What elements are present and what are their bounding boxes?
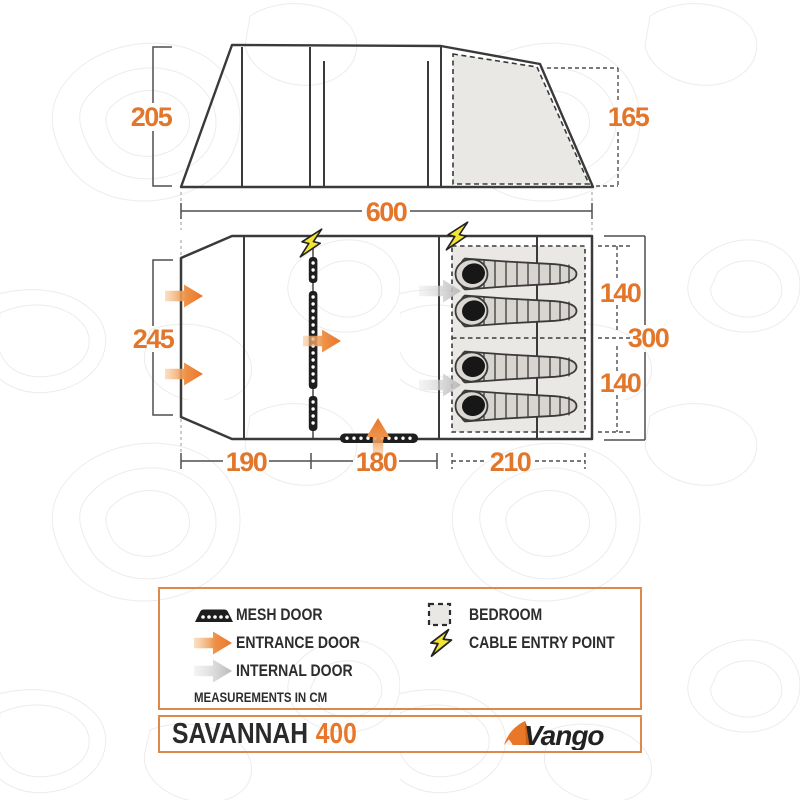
legend-label-internal-door: INTERNAL DOOR (236, 661, 353, 680)
model-size: 400 (315, 717, 357, 750)
legend-label-entrance-door: ENTRANCE DOOR (236, 633, 360, 652)
elevation-pole-lines (241, 47, 442, 186)
cable-entry-point-icon (427, 628, 469, 658)
legend-item-mesh-door: MESH DOOR (194, 601, 427, 629)
measurements-note: MEASUREMENTS IN CM (194, 690, 328, 705)
dimension-190-label: 190 (226, 447, 267, 477)
legend-item-entrance-door: ENTRANCE DOOR (194, 629, 427, 657)
legend-right-column: BEDROOM CABLE ENTRY POINT (427, 601, 640, 708)
dimension-245: 245 (133, 240, 182, 452)
legend-label-cable-entry: CABLE ENTRY POINT (468, 633, 615, 652)
entrance-door-icon (194, 631, 236, 655)
footer-panel: SAVANNAH 400 Vango (158, 715, 642, 753)
legend-item-internal-door: INTERNAL DOOR (194, 657, 427, 685)
dimension-300-bracket (604, 235, 646, 441)
dimension-600: 600 (180, 192, 593, 230)
mesh-door-icon (194, 608, 236, 623)
dimension-180-label: 180 (356, 447, 397, 477)
elevation-bedroom-panel (452, 53, 591, 185)
dimension-165-label: 165 (608, 102, 650, 132)
legend-label-bedroom: BEDROOM (468, 605, 542, 624)
model-name: SAVANNAH (172, 717, 309, 750)
dimension-140-top-label: 140 (600, 278, 641, 308)
legend-item-cable-entry: CABLE ENTRY POINT (427, 628, 640, 658)
dimension-205-label: 205 (131, 102, 173, 132)
dimension-bedrooms-right: 140 140 300 (598, 235, 670, 441)
bedroom-icon (427, 602, 469, 628)
dimension-600-label: 600 (366, 197, 407, 227)
dimension-205-bracket (152, 46, 172, 187)
bedroom-dashed-outline (451, 245, 586, 433)
vango-logo: Vango (500, 718, 622, 750)
model-title: SAVANNAH 400 (172, 718, 357, 751)
vango-logo-mark (504, 721, 534, 745)
floorplan-outline (179, 234, 594, 441)
legend-left-column: MESH DOOR ENTRANCE (194, 601, 427, 708)
dimension-165-lines (547, 67, 619, 187)
internal-door-icon (194, 659, 236, 683)
elevation-side-view: 205 165 (131, 43, 651, 189)
dimension-210-label: 210 (490, 447, 531, 477)
dimension-bottom-widths: 190 180 210 (180, 447, 586, 477)
dimension-245-label: 245 (133, 324, 175, 354)
elevation-outline (179, 43, 595, 189)
legend-label-mesh-door: MESH DOOR (236, 605, 323, 624)
legend-panel: MESH DOOR ENTRANCE (158, 587, 642, 710)
vango-logo-text: Vango (524, 720, 604, 750)
floorplan-view (165, 217, 594, 456)
legend-item-bedroom: BEDROOM (427, 601, 640, 629)
entrance-door-arrows (165, 284, 390, 456)
dimension-140-bottom-label: 140 (600, 368, 641, 398)
dimension-300-label: 300 (628, 323, 669, 353)
